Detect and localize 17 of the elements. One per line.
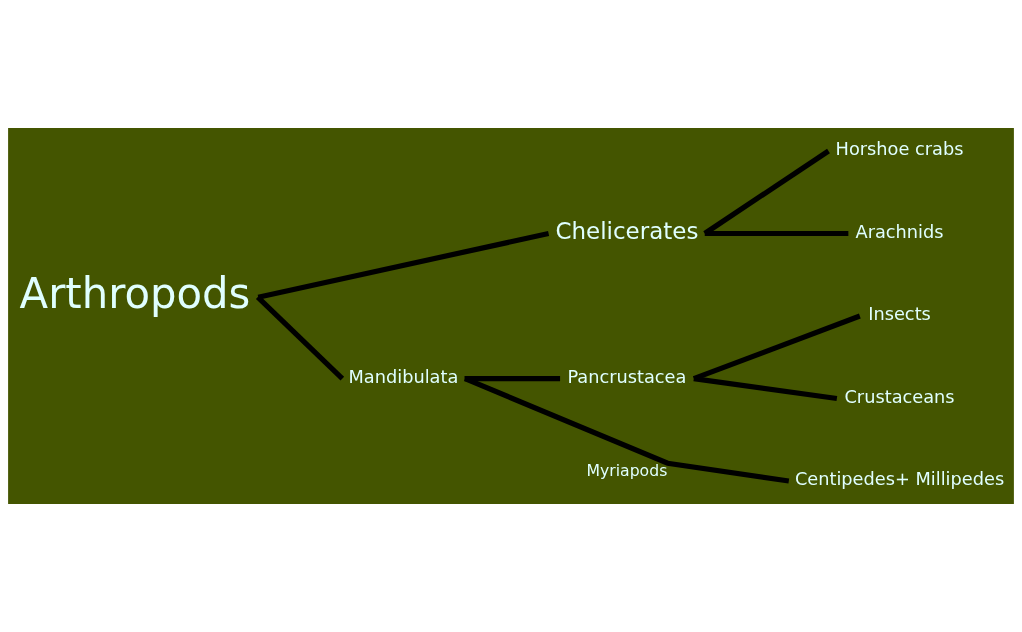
node-text: Chelicerates <box>555 218 699 245</box>
node-text: Insects <box>868 304 931 325</box>
edge-label: Myriapods <box>586 460 668 480</box>
connector <box>255 295 345 381</box>
node-text: Centipedes+ Millipedes <box>794 469 1005 490</box>
connector <box>703 148 830 236</box>
node-text: Horshoe crabs <box>835 139 964 160</box>
connector <box>704 230 849 237</box>
connector <box>464 376 561 382</box>
node-text: Mandibulata <box>348 366 459 387</box>
connector <box>464 376 790 484</box>
node-text: Crustaceans <box>844 386 955 407</box>
connector <box>693 376 838 402</box>
node-text: Pancrustacea <box>567 366 687 387</box>
connector <box>257 230 550 300</box>
node-text: Arthropods <box>19 268 251 318</box>
node-text: Arachnids <box>855 221 944 242</box>
